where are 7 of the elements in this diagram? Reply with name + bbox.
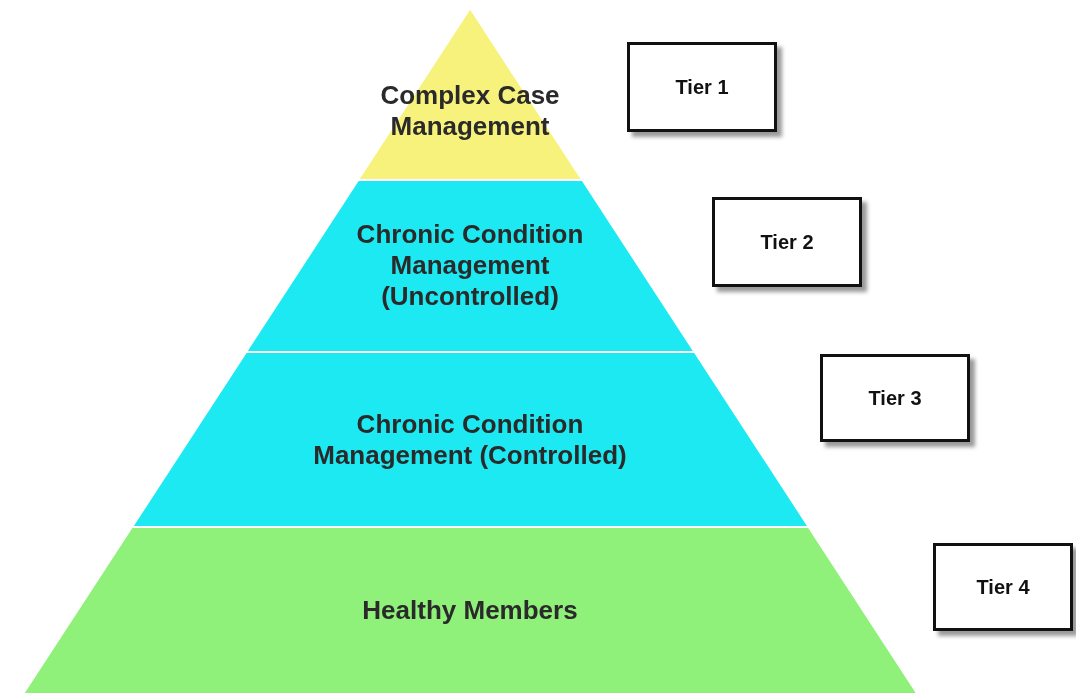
tier-description: Healthy Members: [361, 594, 579, 627]
tier-label-box: Tier 3: [820, 354, 970, 442]
tier-label-box: Tier 4: [933, 543, 1073, 631]
tier-label-box: Tier 1: [627, 42, 777, 132]
tier-description: Chronic Condition Management (Controlled): [312, 408, 628, 471]
tier-description: Chronic Condition Management (Uncontrolled): [355, 219, 585, 313]
tier-label-box: Tier 2: [712, 197, 862, 287]
